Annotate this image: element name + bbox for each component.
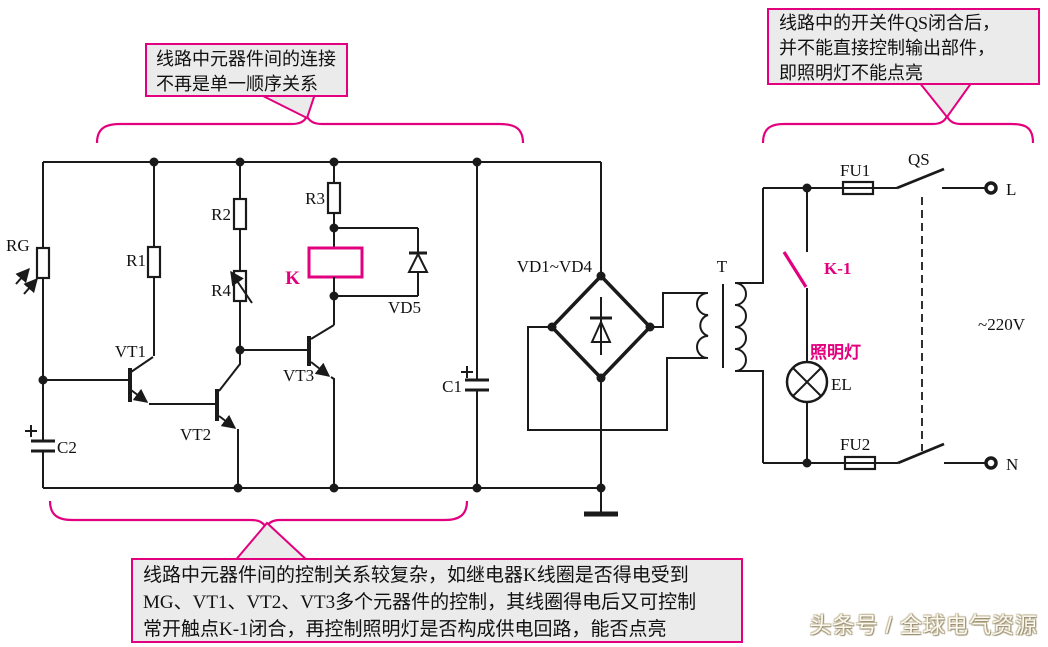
label-el: EL [831, 375, 852, 394]
label-qs: QS [908, 150, 930, 169]
transistor-vt3: VT3 [240, 296, 335, 488]
label-n: N [1006, 455, 1018, 474]
resistor-r1: R1 [126, 162, 162, 356]
label-r3: R3 [305, 189, 325, 208]
label-fu2: FU2 [840, 435, 870, 454]
label-lamp-name: 照明灯 [810, 343, 861, 362]
plus-sign-icon [461, 366, 473, 378]
callout-text-line: 线路中元器件间的连接 [156, 49, 336, 69]
label-transformer: T [717, 257, 728, 276]
label-vt1: VT1 [115, 342, 146, 361]
label-vt3: VT3 [283, 366, 314, 385]
label-rg: RG [6, 236, 30, 255]
callout-text-line: 线路中的开关件QS闭合后， [779, 13, 1001, 33]
relay-contact-k1: K-1 [782, 188, 851, 362]
brace-top-right [761, 113, 1035, 144]
fuse-fu2: FU2 [840, 435, 877, 471]
diode-vd5: VD5 [334, 227, 429, 317]
fuse-fu1: FU1 [840, 161, 875, 196]
callout-top-left: 线路中元器件间的连接 不再是单一顺序关系 [145, 43, 348, 97]
relay-coil-k: K [285, 246, 364, 324]
label-bridge: VD1~VD4 [517, 257, 593, 276]
transistor-vt1: VT1 [43, 342, 215, 405]
callout-text-line: 不再是单一顺序关系 [156, 74, 318, 94]
label-k1: K-1 [824, 259, 851, 278]
label-r4: R4 [211, 281, 231, 300]
capacitor-c2: C2 [25, 425, 77, 457]
label-r2: R2 [211, 205, 231, 224]
transistor-vt2: VT2 [180, 350, 241, 488]
primary-coil [734, 282, 747, 372]
ground-icon [584, 488, 618, 517]
plus-sign-icon [25, 425, 37, 437]
light-arrow-icon [23, 277, 38, 295]
label-vt2: VT2 [180, 425, 211, 444]
label-vd5: VD5 [388, 298, 421, 317]
label-l: L [1006, 180, 1016, 199]
watermark: 头条号 / 全球电气资源 [809, 613, 1038, 638]
terminal-l [984, 181, 998, 195]
switch-qs: QS [896, 150, 945, 190]
resistor-r3: R3 [305, 162, 342, 248]
lamp-el-icon: 照明灯 EL [785, 343, 861, 463]
brace-bottom [48, 500, 469, 531]
switch-qs-pole2 [897, 442, 945, 465]
variable-resistor-r4: R4 [211, 269, 253, 304]
callout-tail-top-right [916, 81, 974, 119]
left-control-circuit: RG C2 R1 VT1 R2 [6, 157, 606, 493]
label-c1: C1 [442, 377, 462, 396]
callout-bottom: 线路中元器件间的控制关系较复杂，如继电器K线圈是否得电受到 MG、VT1、VT2… [131, 558, 743, 643]
callout-top-right: 线路中的开关件QS闭合后， 并不能直接控制输出部件， 即照明灯不能点亮 [767, 8, 1040, 85]
variable-arrow-icon [230, 270, 253, 304]
label-r1: R1 [126, 251, 146, 270]
lamp-circuit: FU1 QS L K-1 照明灯 EL [763, 150, 1026, 474]
callout-tail-bottom [231, 521, 312, 563]
photoresistor-rg: RG [6, 162, 51, 488]
brace-top-left [95, 113, 525, 144]
callout-text-line: 即照明灯不能点亮 [779, 63, 923, 83]
callout-tail-top-left [258, 93, 317, 120]
bridge-rectifier-vd1-vd4: VD1~VD4 [517, 162, 706, 517]
light-arrow-icon [15, 267, 30, 285]
capacitor-c1: C1 [442, 162, 489, 488]
callout-text-line: 常开触点K-1闭合，再控制照明灯是否构成供电回路，能否点亮 [143, 619, 667, 640]
label-voltage: ~220V [978, 315, 1026, 334]
label-c2: C2 [57, 438, 77, 457]
callout-text-line: MG、VT1、VT2、VT3多个元器件的控制，其线圈得电后又可控制 [143, 592, 697, 613]
resistor-r2: R2 [211, 162, 248, 350]
terminal-n [984, 456, 998, 470]
transformer-t: T [696, 188, 764, 463]
callout-text-line: 并不能直接控制输出部件， [779, 38, 995, 58]
secondary-coil [696, 292, 709, 359]
annotation-braces [48, 81, 1035, 563]
label-k: K [285, 268, 300, 289]
callout-text-line: 线路中元器件间的控制关系较复杂，如继电器K线圈是否得电受到 [143, 565, 689, 586]
label-fu1: FU1 [840, 161, 870, 180]
